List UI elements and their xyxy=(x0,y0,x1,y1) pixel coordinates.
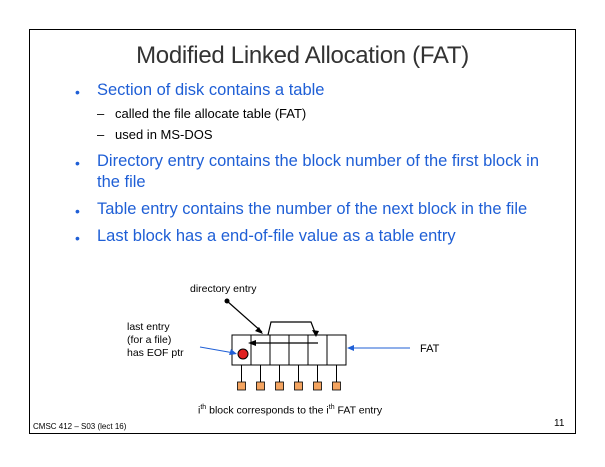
fat-entry-cell xyxy=(269,334,290,366)
slide-frame xyxy=(29,29,576,434)
bullet-text: Directory entry contains the block numbe… xyxy=(97,152,540,191)
directory-entry-arrowhead xyxy=(255,327,263,334)
bullet-dot: • xyxy=(75,155,80,171)
bullet-item: • Last block has a end-of-file value as a… xyxy=(75,226,545,247)
disk-blocks xyxy=(237,365,341,391)
last-entry-label-line1: last entry xyxy=(127,321,170,333)
fat-entry-cell xyxy=(307,334,328,366)
fat-link-arrowhead-inner xyxy=(248,340,256,346)
bullet-item: • Table entry contains the number of the … xyxy=(75,199,545,220)
bullet-text: Last block has a end-of-file value as a … xyxy=(97,227,456,245)
fat-entry-cell xyxy=(250,334,271,366)
fat-label: FAT xyxy=(420,343,440,355)
bullet-item: • Section of disk contains a table –called… xyxy=(75,80,545,145)
slide-footer: CMSC 412 – S03 (lect 16) xyxy=(33,422,127,431)
bullet-text: Section of disk contains a table xyxy=(97,81,325,99)
disk-block xyxy=(256,381,265,391)
directory-entry-arrow xyxy=(226,300,263,333)
last-entry-arrowhead xyxy=(229,349,237,355)
eof-marker xyxy=(237,348,249,360)
last-entry-label-line2: (for a file) xyxy=(127,334,172,346)
sub-bullet-item: –used in MS-DOS xyxy=(97,127,213,142)
fat-link-arrowhead-top xyxy=(312,330,319,337)
last-entry-label: last entry (for a file) has EOF ptr xyxy=(127,321,184,360)
disk-block xyxy=(237,381,246,391)
bullet-item: • Directory entry contains the block numb… xyxy=(75,151,545,193)
bullet-dot: • xyxy=(75,230,80,246)
fat-entry-cell xyxy=(288,334,309,366)
bullet-text: Table entry contains the number of the n… xyxy=(97,200,528,218)
bullet-list: • Section of disk contains a table –called… xyxy=(75,80,545,253)
slide-title: Modified Linked Allocation (FAT) xyxy=(136,42,469,69)
sub-bullet-item: –called the file allocate table (FAT) xyxy=(97,106,307,121)
disk-block xyxy=(294,381,303,391)
disk-block xyxy=(313,381,322,391)
last-entry-label-line3: has EOF ptr xyxy=(127,347,184,359)
fat-link-arrow-top xyxy=(267,321,317,336)
last-entry-arrow xyxy=(199,346,235,354)
directory-entry-label: directory entry xyxy=(190,283,257,295)
disk-block xyxy=(275,381,284,391)
bullet-dot: • xyxy=(75,84,80,100)
bullet-dot: • xyxy=(75,203,80,219)
fat-entry-cell xyxy=(326,334,347,366)
disk-block xyxy=(332,381,341,391)
page-number: 11 xyxy=(554,418,565,429)
diagram-caption: ith block corresponds to the ith FAT ent… xyxy=(198,404,383,417)
fat-table xyxy=(231,334,347,366)
fat-label-arrowhead xyxy=(347,345,354,351)
